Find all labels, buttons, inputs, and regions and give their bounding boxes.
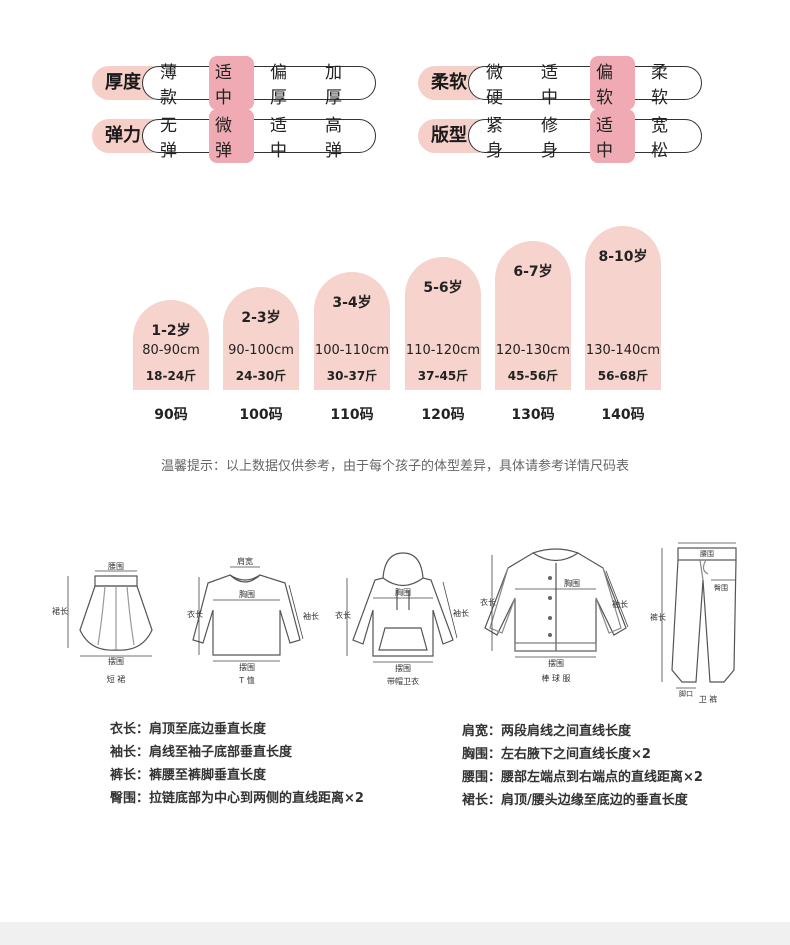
size-card: 1-2岁 80-90cm 18-24斤 bbox=[133, 300, 209, 390]
legend-item: 袖长：肩线至袖子底部垂直长度 bbox=[110, 745, 293, 760]
size-card: 8-10岁 130-140cm 56-68斤 bbox=[585, 226, 661, 390]
size-code: 90码 bbox=[154, 407, 188, 423]
size-height: 80-90cm bbox=[142, 343, 200, 358]
attr-label: 弹力 bbox=[92, 119, 154, 153]
pants-label: 裤长 bbox=[650, 612, 666, 622]
size-card: 3-4岁 100-110cm 30-37斤 bbox=[314, 272, 390, 390]
legend-item: 衣长：肩顶至底边垂直长度 bbox=[110, 722, 267, 737]
attr-option: 偏厚 bbox=[270, 63, 287, 108]
legend-item: 臀围：拉链底部为中心到两侧的直线距离×2 bbox=[110, 791, 364, 806]
skirt-label: 腰围 bbox=[108, 562, 124, 571]
size-height: 90-100cm bbox=[228, 343, 294, 358]
size-weight: 30-37斤 bbox=[326, 369, 378, 383]
size-weight: 37-45斤 bbox=[417, 369, 469, 383]
hoodie-label: 袖长 bbox=[453, 608, 469, 618]
tshirt-label: 胸围 bbox=[239, 589, 255, 599]
attr-option-selected: 适中 bbox=[209, 56, 254, 110]
hoodie-diagram: 胸围 衣长 袖长 摆围 带帽卫衣 bbox=[335, 552, 469, 686]
size-height: 110-120cm bbox=[405, 343, 481, 358]
attr-option: 无弹 bbox=[160, 116, 177, 161]
size-height: 130-140cm bbox=[585, 343, 661, 358]
size-age: 3-4岁 bbox=[332, 295, 372, 311]
skirt-caption: 短 裙 bbox=[107, 674, 126, 684]
size-height: 100-110cm bbox=[314, 343, 390, 358]
size-code: 120码 bbox=[421, 407, 465, 423]
jacket-label: 胸围 bbox=[564, 578, 580, 588]
attr-option: 紧身 bbox=[486, 116, 503, 161]
tshirt-label: 肩宽 bbox=[237, 556, 253, 566]
size-weight: 45-56斤 bbox=[507, 369, 559, 383]
legend-item: 肩宽：两段肩线之间直线长度 bbox=[462, 724, 632, 739]
attr-option: 修身 bbox=[541, 116, 558, 161]
attr-option-selected: 适中 bbox=[590, 109, 635, 163]
tshirt-diagram: 肩宽 胸围 衣长 袖长 摆围 T 恤 bbox=[187, 556, 319, 685]
size-weight: 56-68斤 bbox=[597, 369, 649, 383]
legend-item: 胸围：左右腋下之间直线长度×2 bbox=[462, 747, 651, 762]
size-age: 5-6岁 bbox=[423, 280, 463, 296]
size-card: 5-6岁 110-120cm 37-45斤 bbox=[405, 257, 481, 390]
pants-diagram: 裤长 臀围 腰围 脚口 卫 裤 bbox=[650, 542, 737, 704]
size-age: 1-2岁 bbox=[151, 323, 191, 339]
pants-label: 臀围 bbox=[714, 584, 728, 592]
jacket-label: 摆围 bbox=[548, 658, 564, 668]
size-code: 110码 bbox=[330, 407, 374, 423]
size-age: 2-3岁 bbox=[241, 310, 281, 326]
legend-right: 肩宽：两段肩线之间直线长度 胸围：左右腋下之间直线长度×2 腰围：腰部左端点到右… bbox=[462, 720, 703, 812]
size-weight: 24-30斤 bbox=[235, 369, 287, 383]
attr-option-selected: 微弹 bbox=[209, 109, 254, 163]
hoodie-label: 胸围 bbox=[395, 587, 411, 597]
tshirt-caption: T 恤 bbox=[238, 675, 254, 685]
attr-option: 微硬 bbox=[486, 63, 503, 108]
skirt-label: 摆围 bbox=[108, 656, 124, 666]
size-card: 6-7岁 120-130cm 45-56斤 bbox=[495, 241, 571, 390]
size-weight: 18-24斤 bbox=[145, 369, 197, 383]
size-code: 140码 bbox=[601, 407, 645, 423]
size-card: 2-3岁 90-100cm 24-30斤 bbox=[223, 287, 299, 390]
attr-options: 紧身 修身 适中 宽松 bbox=[468, 109, 702, 163]
attr-options: 微硬 适中 偏软 柔软 bbox=[468, 56, 702, 110]
bottom-bar bbox=[0, 922, 790, 945]
attr-option: 宽松 bbox=[651, 116, 668, 161]
pants-label: 腰围 bbox=[700, 550, 714, 558]
size-tip: 温馨提示：以上数据仅供参考，由于每个孩子的体型差异，具体请参考详情尺码表 bbox=[160, 459, 629, 474]
legend-item: 腰围：腰部左端点到右端点的直线距离×2 bbox=[462, 770, 703, 785]
attr-option: 高弹 bbox=[325, 116, 342, 161]
attr-option-selected: 偏软 bbox=[590, 56, 635, 110]
skirt-diagram: 腰围 裙长 摆围 短 裙 bbox=[52, 562, 153, 684]
attr-option: 柔软 bbox=[651, 63, 668, 108]
attr-option: 适中 bbox=[270, 116, 287, 161]
attr-option: 适中 bbox=[541, 63, 558, 108]
pants-caption: 卫 裤 bbox=[699, 694, 718, 704]
tshirt-label: 衣长 bbox=[187, 609, 203, 619]
size-age: 6-7岁 bbox=[513, 264, 553, 280]
attr-label: 柔软 bbox=[418, 66, 480, 100]
skirt-label: 裙长 bbox=[52, 606, 68, 616]
size-height: 120-130cm bbox=[495, 343, 571, 358]
legend-item: 裙长：肩顶/腰头边缘至底边的垂直长度 bbox=[462, 793, 688, 808]
hoodie-caption: 带帽卫衣 bbox=[387, 676, 419, 686]
size-code: 130码 bbox=[511, 407, 555, 423]
hoodie-label: 摆围 bbox=[395, 663, 411, 673]
pants-label: 脚口 bbox=[679, 689, 693, 698]
jacket-label: 衣长 bbox=[480, 597, 496, 607]
size-age: 8-10岁 bbox=[598, 249, 648, 265]
legend-left: 衣长：肩顶至底边垂直长度 袖长：肩线至袖子底部垂直长度 裤长：裤腰至裤脚垂直长度… bbox=[110, 718, 364, 810]
jacket-label: 袖长 bbox=[612, 599, 628, 609]
attr-options: 薄款 适中 偏厚 加厚 bbox=[142, 56, 376, 110]
tshirt-label: 袖长 bbox=[303, 611, 319, 621]
legend-item: 裤长：裤腰至裤脚垂直长度 bbox=[110, 768, 267, 783]
attr-option: 加厚 bbox=[325, 63, 342, 108]
tshirt-label: 摆围 bbox=[239, 662, 255, 672]
attr-option: 薄款 bbox=[160, 63, 177, 108]
attr-options: 无弹 微弹 适中 高弹 bbox=[142, 109, 376, 163]
hoodie-label: 衣长 bbox=[335, 610, 351, 620]
jacket-diagram: 衣长 胸围 袖长 摆围 棒 球 服 bbox=[480, 548, 629, 683]
jacket-caption: 棒 球 服 bbox=[541, 673, 570, 683]
size-code: 100码 bbox=[239, 407, 283, 423]
